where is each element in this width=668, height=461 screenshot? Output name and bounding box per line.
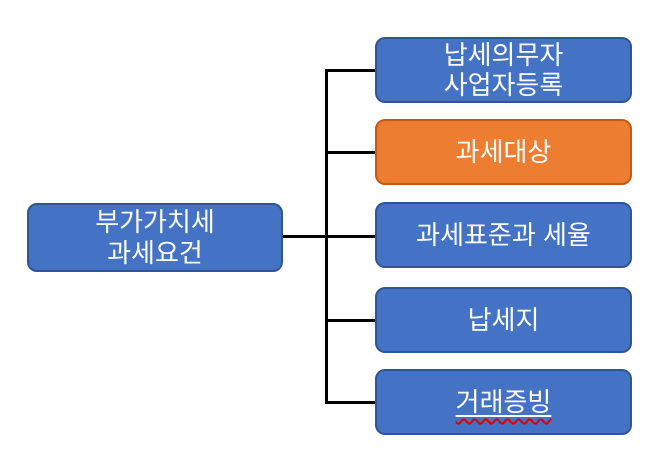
node-root-vat-taxation-requirements: 부가가치세 과세요건: [27, 203, 283, 272]
node-label: 부가가치세 과세요건: [95, 207, 215, 268]
node-label: 과세대상: [455, 136, 552, 167]
connector-root-to-tax-base: [281, 234, 377, 238]
node-label: 과세표준과 세율: [416, 219, 591, 250]
connector-stub-transaction-evidence: [325, 400, 377, 404]
node-label: 납세지: [467, 304, 540, 335]
connector-stub-tax-payment-place: [325, 318, 377, 322]
node-tax-payment-place: 납세지: [375, 287, 632, 353]
connector-stub-taxpayer-registration: [325, 68, 377, 72]
spellcheck-squiggle: 거래증빙: [456, 387, 552, 417]
node-label: 납세의무자 사업자등록: [443, 39, 564, 100]
node-label: 거래증빙: [455, 386, 552, 417]
node-taxable-object: 과세대상: [375, 119, 632, 185]
connector-stub-taxable-object: [325, 150, 377, 154]
node-transaction-evidence: 거래증빙: [375, 369, 632, 435]
node-tax-base-and-rate: 과세표준과 세율: [375, 202, 632, 268]
node-taxpayer-business-registration: 납세의무자 사업자등록: [375, 37, 632, 103]
